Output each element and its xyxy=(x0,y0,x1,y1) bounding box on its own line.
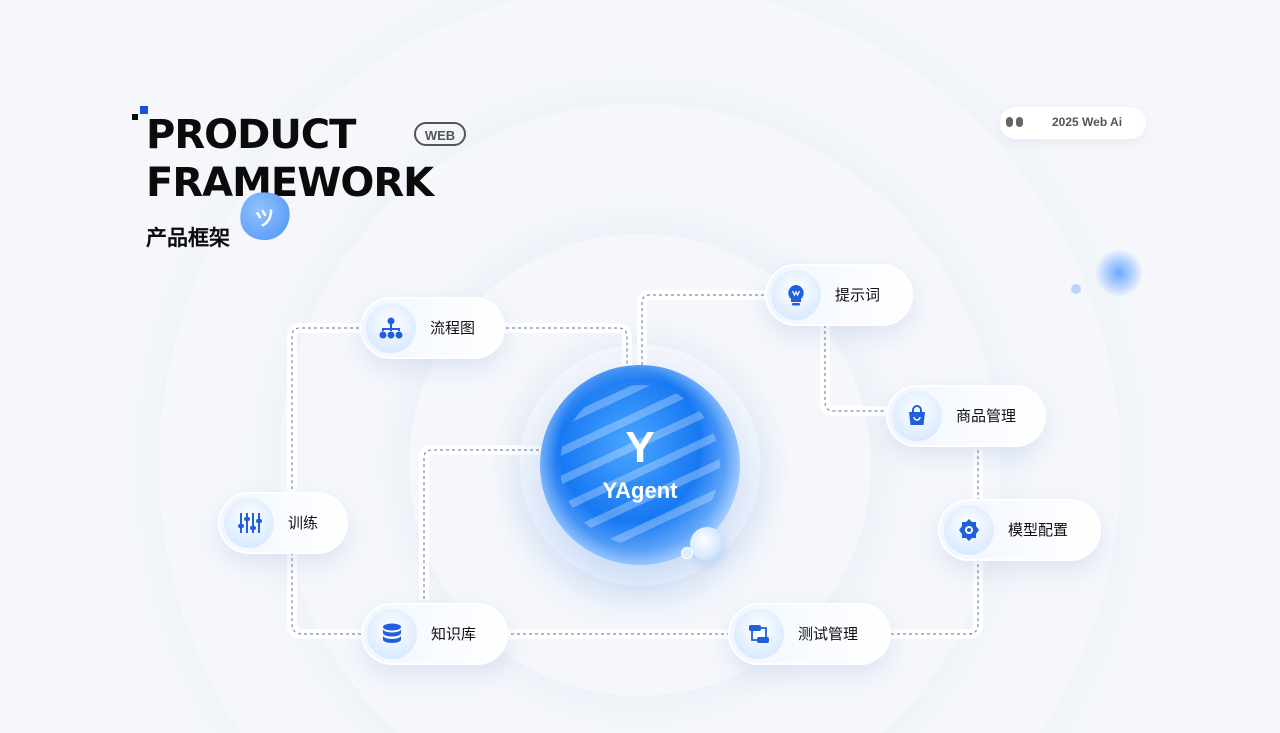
year-pill: 2025 Web Ai xyxy=(1000,107,1146,139)
subtitle-cn: 产品框架 xyxy=(146,226,230,250)
orb-bubble-small xyxy=(681,547,693,559)
orb-swirl xyxy=(560,385,720,545)
yagent-logo-icon: Y xyxy=(625,423,655,472)
corner-mark xyxy=(132,114,138,120)
node-train[interactable]: 训练 xyxy=(218,492,348,554)
node-flowchart[interactable]: 流程图 xyxy=(360,297,505,359)
node-model[interactable]: 模型配置 xyxy=(938,499,1101,561)
year-text: 2025 Web Ai xyxy=(1052,115,1123,129)
node-label: 知识库 xyxy=(431,625,477,643)
database-icon xyxy=(367,609,417,659)
lightbulb-icon xyxy=(771,270,821,320)
corner-mark-accent xyxy=(140,106,148,114)
gear-icon xyxy=(944,505,994,555)
decor-bubble-small xyxy=(1071,284,1081,294)
node-goods[interactable]: 商品管理 xyxy=(886,385,1046,447)
sliders-icon xyxy=(224,498,274,548)
workflow-icon xyxy=(734,609,784,659)
title-line-1: PRODUCT xyxy=(146,112,356,158)
yagent-name: YAgent xyxy=(602,478,678,503)
shopping-bag-icon xyxy=(892,391,942,441)
node-label: 商品管理 xyxy=(956,407,1017,425)
node-label: 流程图 xyxy=(430,319,476,337)
org-chart-icon xyxy=(366,303,416,353)
node-label: 模型配置 xyxy=(1008,521,1069,539)
decor-bubble xyxy=(1096,250,1142,296)
orb-bubble xyxy=(690,527,724,561)
eyes-icon xyxy=(1006,117,1026,129)
node-kb[interactable]: 知识库 xyxy=(361,603,508,665)
title-line-2: FRAMEWORK xyxy=(146,160,434,206)
node-test[interactable]: 测试管理 xyxy=(728,603,891,665)
node-prompt[interactable]: 提示词 xyxy=(765,264,913,326)
node-label: 测试管理 xyxy=(798,625,859,643)
node-label: 提示词 xyxy=(835,286,881,304)
web-tag: WEB xyxy=(414,122,466,146)
node-label: 训练 xyxy=(288,514,319,532)
